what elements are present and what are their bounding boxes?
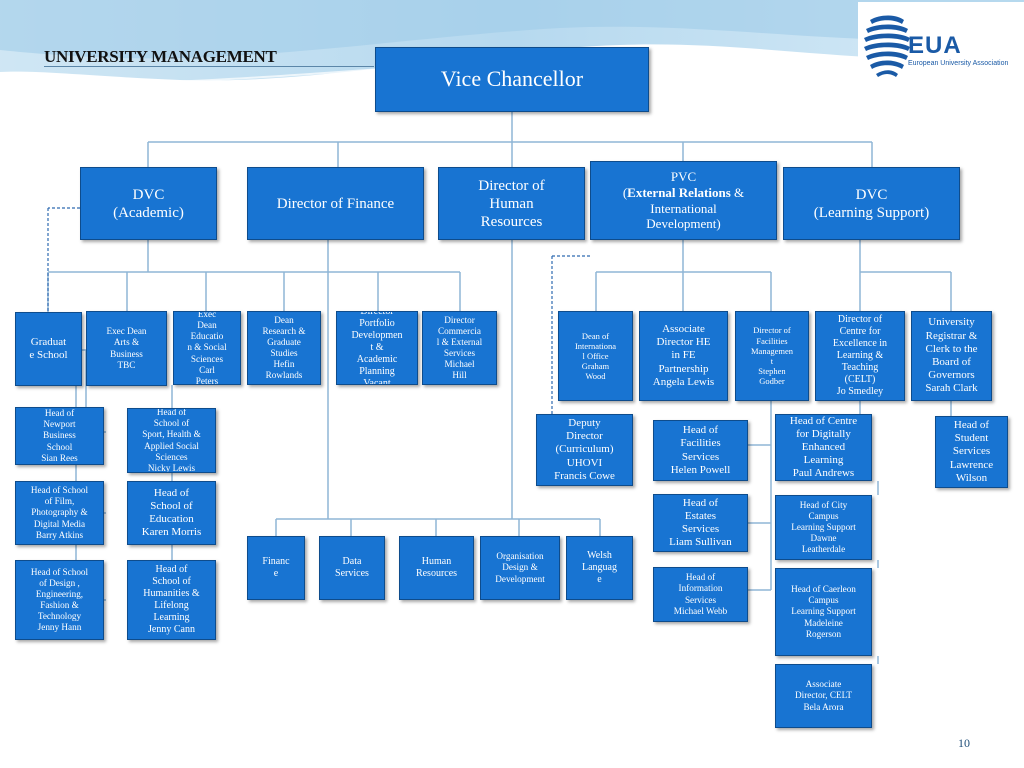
exec-dean-education-box: Exec Dean Educatio n & Social Sciences C… xyxy=(173,311,241,385)
logo-subtitle: European University Association xyxy=(908,60,1009,67)
human-resources-box: Human Resources xyxy=(399,536,474,600)
head-city-campus-label: Head of City Campus Learning Support Daw… xyxy=(791,499,856,555)
head-film-box: Head of School of Film, Photography & Di… xyxy=(15,481,104,545)
director-celt-box: Director of Centre for Excellence in Lea… xyxy=(815,311,905,401)
head-student-services-box: Head of Student Services Lawrence Wilson xyxy=(935,416,1008,488)
organisation-design-box: Organisation Design & Development xyxy=(480,536,560,600)
university-registrar-label: University Registrar & Clerk to the Boar… xyxy=(925,316,978,395)
head-humanities-label: Head of School of Humanities & Lifelong … xyxy=(143,564,200,635)
dvc-learning-box: DVC (Learning Support) xyxy=(783,167,960,240)
director-commercial-label: Director Commercia l & External Services… xyxy=(436,314,483,381)
director-portfolio-label: Director Portfolio Developmen t & Academ… xyxy=(351,311,403,385)
director-portfolio-box: Director Portfolio Developmen t & Academ… xyxy=(336,311,418,385)
associate-director-he-label: Associate Director HE in FE Partnership … xyxy=(652,323,715,388)
page-title: UNIVERSITY MANAGEMENT xyxy=(44,47,277,66)
exec-dean-arts-box: Exec Dean Arts & Business TBC xyxy=(86,311,167,386)
pvc-external-bold: External Relations xyxy=(627,184,731,200)
head-city-campus-box: Head of City Campus Learning Support Daw… xyxy=(775,495,872,560)
head-education-label: Head of School of Education Karen Morris xyxy=(141,486,202,539)
director-facilities-label: Director of Facilities Managemen t Steph… xyxy=(750,325,793,387)
university-registrar-box: University Registrar & Clerk to the Boar… xyxy=(911,311,992,401)
data-services-label: Data Services xyxy=(335,556,369,579)
head-student-services-label: Head of Student Services Lawrence Wilson xyxy=(949,419,994,484)
dean-research-box: Dean Research & Graduate Studies Hefin R… xyxy=(247,311,321,385)
organisation-design-label: Organisation Design & Development xyxy=(495,551,545,584)
director-facilities-box: Director of Facilities Managemen t Steph… xyxy=(735,311,809,401)
head-facilities-label: Head of Facilities Services Helen Powell xyxy=(670,424,731,476)
pvc-external-label: PVC (External Relations & International … xyxy=(622,169,745,232)
pvc-external-pre: PVC xyxy=(670,169,697,185)
head-caerleon-campus-box: Head of Caerleon Campus Learning Support… xyxy=(775,568,872,656)
page-number: 10 xyxy=(958,736,970,750)
eua-globe-icon xyxy=(864,15,910,77)
head-design-label: Head of School of Design , Engineering, … xyxy=(30,566,89,633)
director-hr-label: Director of Human Resources xyxy=(478,177,545,230)
head-design-box: Head of School of Design , Engineering, … xyxy=(15,560,104,640)
dvc-academic-label: DVC (Academic) xyxy=(113,186,184,221)
vice-chancellor-box: Vice Chancellor xyxy=(375,47,649,112)
graduate-school-label: Graduat e School xyxy=(29,335,68,361)
deputy-director-box: Deputy Director (Curriculum) UHOVI Franc… xyxy=(536,414,633,486)
associate-director-celt-box: Associate Director, CELT Bela Arora xyxy=(775,664,872,728)
head-facilities-box: Head of Facilities Services Helen Powell xyxy=(653,420,748,481)
director-commercial-box: Director Commercia l & External Services… xyxy=(422,311,497,385)
head-information-box: Head of Information Services Michael Web… xyxy=(653,567,748,622)
director-hr-box: Director of Human Resources xyxy=(438,167,585,240)
head-education-box: Head of School of Education Karen Morris xyxy=(127,481,216,545)
head-estates-label: Head of Estates Services Liam Sullivan xyxy=(669,496,732,549)
head-caerleon-campus-label: Head of Caerleon Campus Learning Support… xyxy=(791,584,856,639)
head-sport-label: Head of School of Sport, Health & Applie… xyxy=(142,408,201,473)
head-estates-box: Head of Estates Services Liam Sullivan xyxy=(653,494,748,552)
head-sport-box: Head of School of Sport, Health & Applie… xyxy=(127,408,216,473)
logo-text: EUA xyxy=(908,32,962,59)
title-underline xyxy=(44,66,374,67)
dean-international-box: Dean of Internationa l Office Graham Woo… xyxy=(558,311,633,401)
head-digital-learning-box: Head of Centre for Digitally Enhanced Le… xyxy=(775,414,872,481)
director-finance-box: Director of Finance xyxy=(247,167,424,240)
head-digital-learning-label: Head of Centre for Digitally Enhanced Le… xyxy=(789,414,858,480)
head-newport-box: Head of Newport Business School Sian Ree… xyxy=(15,407,104,465)
human-resources-label: Human Resources xyxy=(415,556,458,579)
pvc-external-box: PVC (External Relations & International … xyxy=(590,161,777,240)
head-information-label: Head of Information Services Michael Web… xyxy=(673,572,728,616)
associate-director-celt-label: Associate Director, CELT Bela Arora xyxy=(795,679,852,712)
director-celt-label: Director of Centre for Excellence in Lea… xyxy=(832,314,888,397)
deputy-director-label: Deputy Director (Curriculum) UHOVI Franc… xyxy=(554,417,615,482)
dean-international-label: Dean of Internationa l Office Graham Woo… xyxy=(574,330,617,382)
graduate-school-box: Graduat e School xyxy=(15,312,82,386)
head-humanities-box: Head of School of Humanities & Lifelong … xyxy=(127,560,216,640)
exec-dean-education-label: Exec Dean Educatio n & Social Sciences C… xyxy=(187,311,227,385)
finance-label: Financ e xyxy=(262,556,290,579)
data-services-box: Data Services xyxy=(319,536,385,600)
exec-dean-arts-label: Exec Dean Arts & Business TBC xyxy=(106,326,147,370)
head-film-label: Head of School of Film, Photography & Di… xyxy=(30,485,89,540)
dvc-learning-label: DVC (Learning Support) xyxy=(813,186,930,221)
welsh-language-box: Welsh Languag e xyxy=(566,536,633,600)
head-newport-label: Head of Newport Business School Sian Ree… xyxy=(41,408,78,463)
eua-logo: EUA European University Association xyxy=(858,2,1024,94)
director-finance-label: Director of Finance xyxy=(276,195,395,212)
dean-research-label: Dean Research & Graduate Studies Hefin R… xyxy=(262,314,306,381)
associate-director-he-box: Associate Director HE in FE Partnership … xyxy=(639,311,728,401)
finance-box: Financ e xyxy=(247,536,305,600)
dvc-academic-box: DVC (Academic) xyxy=(80,167,217,240)
pvc-external-post: & International Development) xyxy=(646,184,745,232)
vice-chancellor-label: Vice Chancellor xyxy=(440,66,584,92)
welsh-language-label: Welsh Languag e xyxy=(582,550,617,585)
